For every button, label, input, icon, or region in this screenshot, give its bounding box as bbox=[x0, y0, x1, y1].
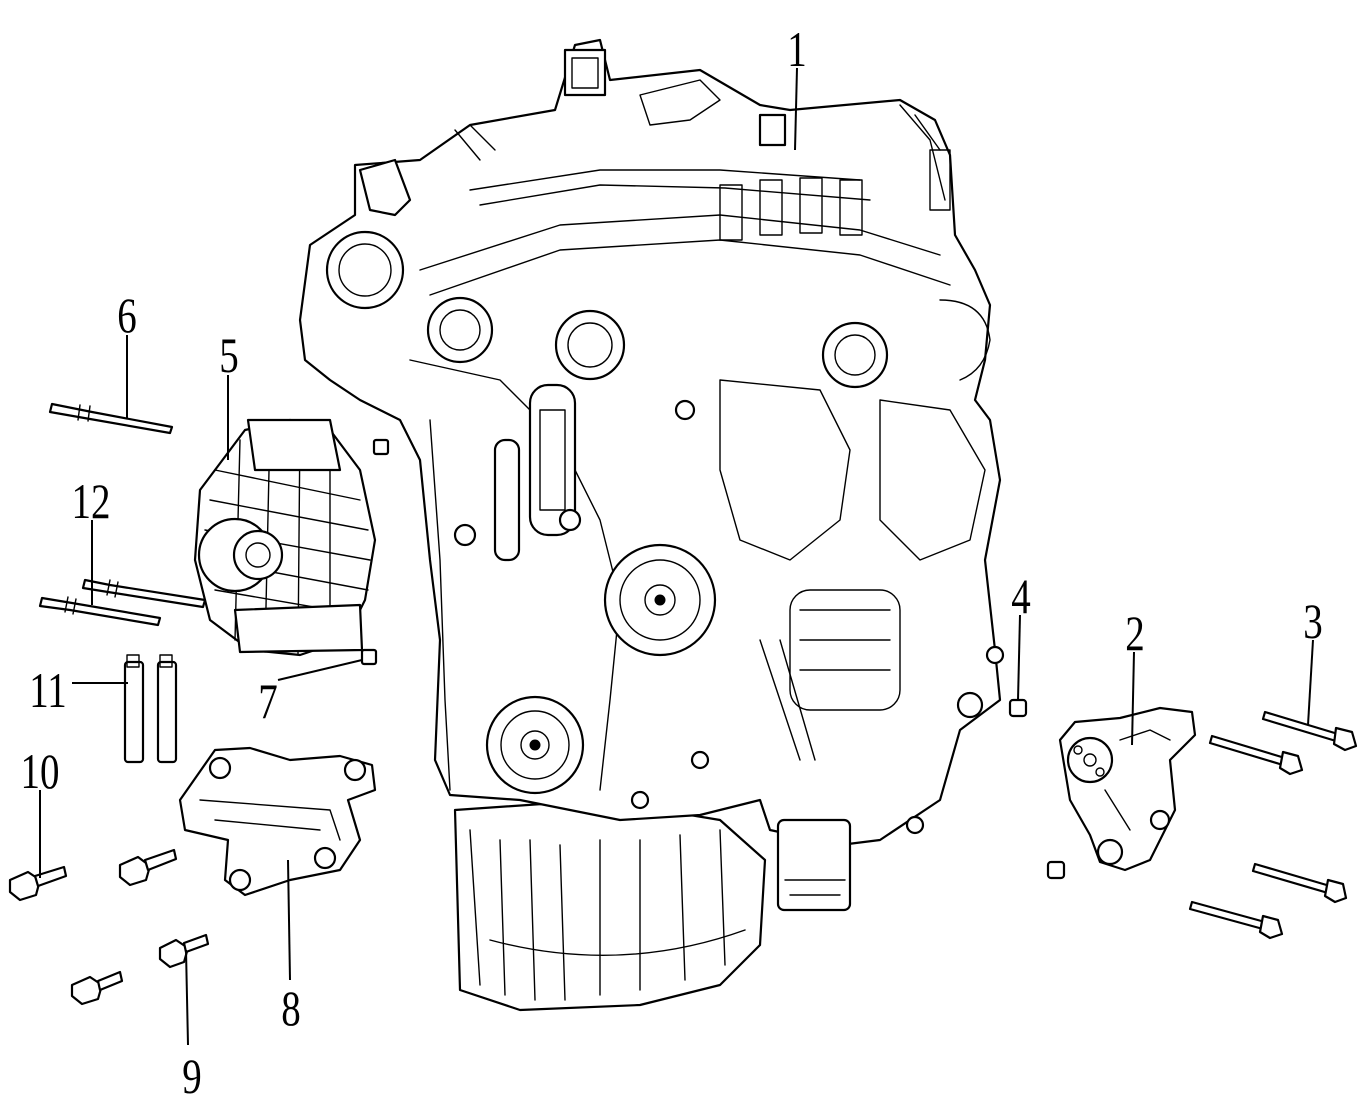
bolt-3d bbox=[1188, 900, 1284, 940]
callout-7: 7 bbox=[258, 673, 278, 729]
callout-4: 4 bbox=[1011, 568, 1031, 624]
callout-6: 6 bbox=[117, 287, 137, 343]
callout-labels: 1 2 3 4 5 6 7 8 9 10 11 12 bbox=[21, 21, 1323, 1104]
bolt-12b bbox=[38, 596, 162, 627]
nut-7 bbox=[360, 648, 378, 666]
callout-12: 12 bbox=[72, 473, 111, 529]
callout-11: 11 bbox=[29, 662, 67, 718]
alternator bbox=[193, 418, 377, 657]
callout-9: 9 bbox=[182, 1048, 202, 1104]
bolt-10b bbox=[118, 848, 178, 887]
callout-3: 3 bbox=[1303, 593, 1323, 649]
callout-10: 10 bbox=[21, 743, 60, 799]
bolt-9a bbox=[158, 933, 210, 969]
bolt-3a bbox=[1261, 710, 1358, 752]
callout-2: 2 bbox=[1125, 605, 1145, 661]
stud-11b bbox=[156, 654, 178, 764]
callout-1: 1 bbox=[787, 21, 807, 77]
bolt-9b bbox=[70, 970, 124, 1006]
bolt-3c bbox=[1251, 862, 1348, 904]
nut-mount bbox=[1046, 860, 1066, 880]
bolt-12a bbox=[81, 578, 207, 609]
nut-4 bbox=[1008, 698, 1028, 718]
bolt-10 bbox=[8, 865, 68, 902]
compressor-bracket bbox=[178, 746, 377, 897]
bolt-6 bbox=[48, 402, 174, 435]
callout-5: 5 bbox=[219, 327, 239, 383]
stud-11a bbox=[123, 654, 145, 764]
engine-assembly bbox=[298, 38, 1005, 1012]
bolt-3b bbox=[1208, 734, 1304, 776]
callout-8: 8 bbox=[281, 980, 301, 1036]
leader-lines bbox=[39, 67, 1314, 1046]
nut-upper bbox=[372, 438, 390, 456]
engine-mount-bracket bbox=[1058, 706, 1197, 872]
